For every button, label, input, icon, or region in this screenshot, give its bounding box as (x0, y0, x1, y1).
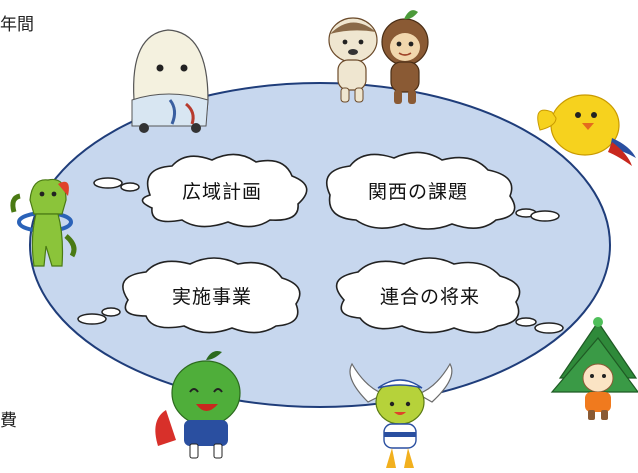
edge-text-bottom: 費 (0, 411, 17, 431)
bubble-label-4: 連合の将来 (380, 286, 480, 308)
winged-green-mascot-icon (349, 362, 453, 468)
bubble-label-2: 関西の課題 (368, 181, 468, 203)
bubble-label-3: 実施事業 (172, 286, 252, 308)
green-leaf-runner-mascot-icon (155, 351, 241, 459)
yellow-bird-mascot-icon (537, 94, 636, 166)
dog-and-monkey-mascots-icon (328, 10, 429, 104)
thought-bubble-union-future: 連合の将来 (335, 257, 564, 334)
green-creature-mascot-icon (10, 178, 77, 267)
egg-robot-mascot-icon (131, 29, 209, 133)
thought-bubble-projects: 実施事業 (77, 257, 301, 334)
central-ellipse (29, 82, 611, 408)
edge-text-top: 年間 (0, 15, 34, 35)
thought-bubble-kansai-issues: 関西の課題 (325, 151, 560, 230)
bubble-label-1: 広域計画 (182, 181, 262, 203)
thought-bubble-wide-area-plan: 広域計画 (93, 153, 308, 228)
tree-girl-mascot-icon (550, 317, 638, 420)
